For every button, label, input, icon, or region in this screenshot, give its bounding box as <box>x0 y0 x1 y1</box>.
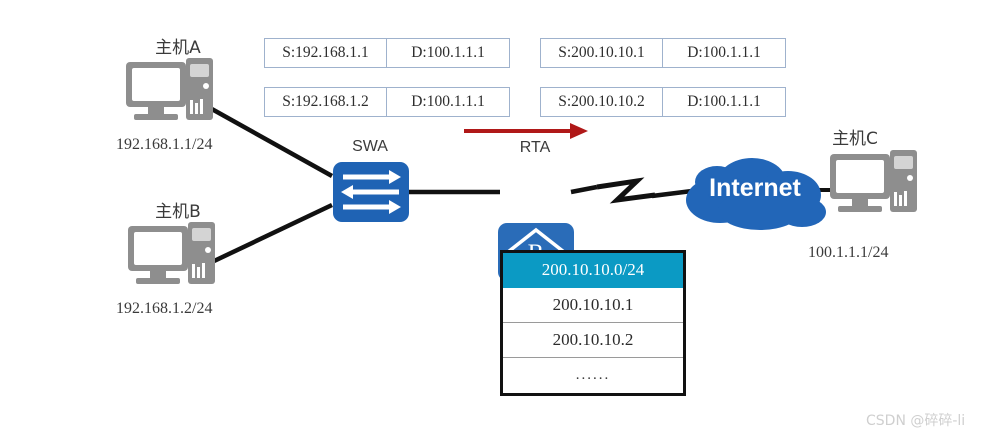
host-c-ip: 100.1.1.1/24 <box>808 244 889 261</box>
router-label: RTA <box>519 139 551 156</box>
cloud-icon: Internet <box>680 152 835 232</box>
desktop-pc-icon <box>128 222 215 284</box>
packet-destination-address: D:100.1.1.1 <box>687 93 761 110</box>
link-rta-wan <box>570 184 598 195</box>
arrow-right-icon <box>464 123 588 139</box>
packet-source-address: S:200.10.10.2 <box>541 88 663 116</box>
packet-outside-1: S:200.10.10.1 D:100.1.1.1 <box>540 38 786 68</box>
packet-source-address: S:200.10.10.1 <box>541 39 663 67</box>
switch-arrows-icon <box>341 170 401 214</box>
nat-pool-table: 200.10.10.0/24 200.10.10.1 200.10.10.2 .… <box>500 250 686 396</box>
switch-icon[interactable] <box>333 162 409 222</box>
packet-destination-address: D:100.1.1.1 <box>687 44 761 61</box>
desktop-pc-icon <box>830 150 917 212</box>
lightning-serial-link-icon <box>596 177 656 204</box>
nat-pool-entry: 200.10.10.1 <box>503 288 683 323</box>
host-a-name: 主机A <box>155 38 201 58</box>
nat-pool-entry-ellipsis: ...... <box>503 358 683 393</box>
switch-label: SWA <box>352 138 388 155</box>
packet-destination-address: D:100.1.1.1 <box>411 93 485 110</box>
packet-destination-address: D:100.1.1.1 <box>411 44 485 61</box>
packet-inside-2: S:192.168.1.2 D:100.1.1.1 <box>264 87 510 117</box>
link-hostA-swa <box>208 106 334 178</box>
packet-inside-1: S:192.168.1.1 D:100.1.1.1 <box>264 38 510 68</box>
nat-pool-entry: 200.10.10.2 <box>503 323 683 358</box>
host-b-ip: 192.168.1.2/24 <box>116 300 213 317</box>
packet-source-address: S:192.168.1.2 <box>265 88 387 116</box>
host-a-ip: 192.168.1.1/24 <box>116 136 213 153</box>
cloud-label: Internet <box>709 174 801 202</box>
nat-pool-header: 200.10.10.0/24 <box>503 253 683 288</box>
watermark: CSDN @碎碎-li <box>866 413 966 429</box>
cloud-shape-icon <box>686 158 826 230</box>
packet-source-address: S:192.168.1.1 <box>265 39 387 67</box>
link-hostB-swa <box>211 202 333 265</box>
desktop-pc-icon <box>126 58 213 120</box>
host-c-name: 主机C <box>832 129 878 149</box>
packet-outside-2: S:200.10.10.2 D:100.1.1.1 <box>540 87 786 117</box>
host-b-name: 主机B <box>155 202 201 222</box>
